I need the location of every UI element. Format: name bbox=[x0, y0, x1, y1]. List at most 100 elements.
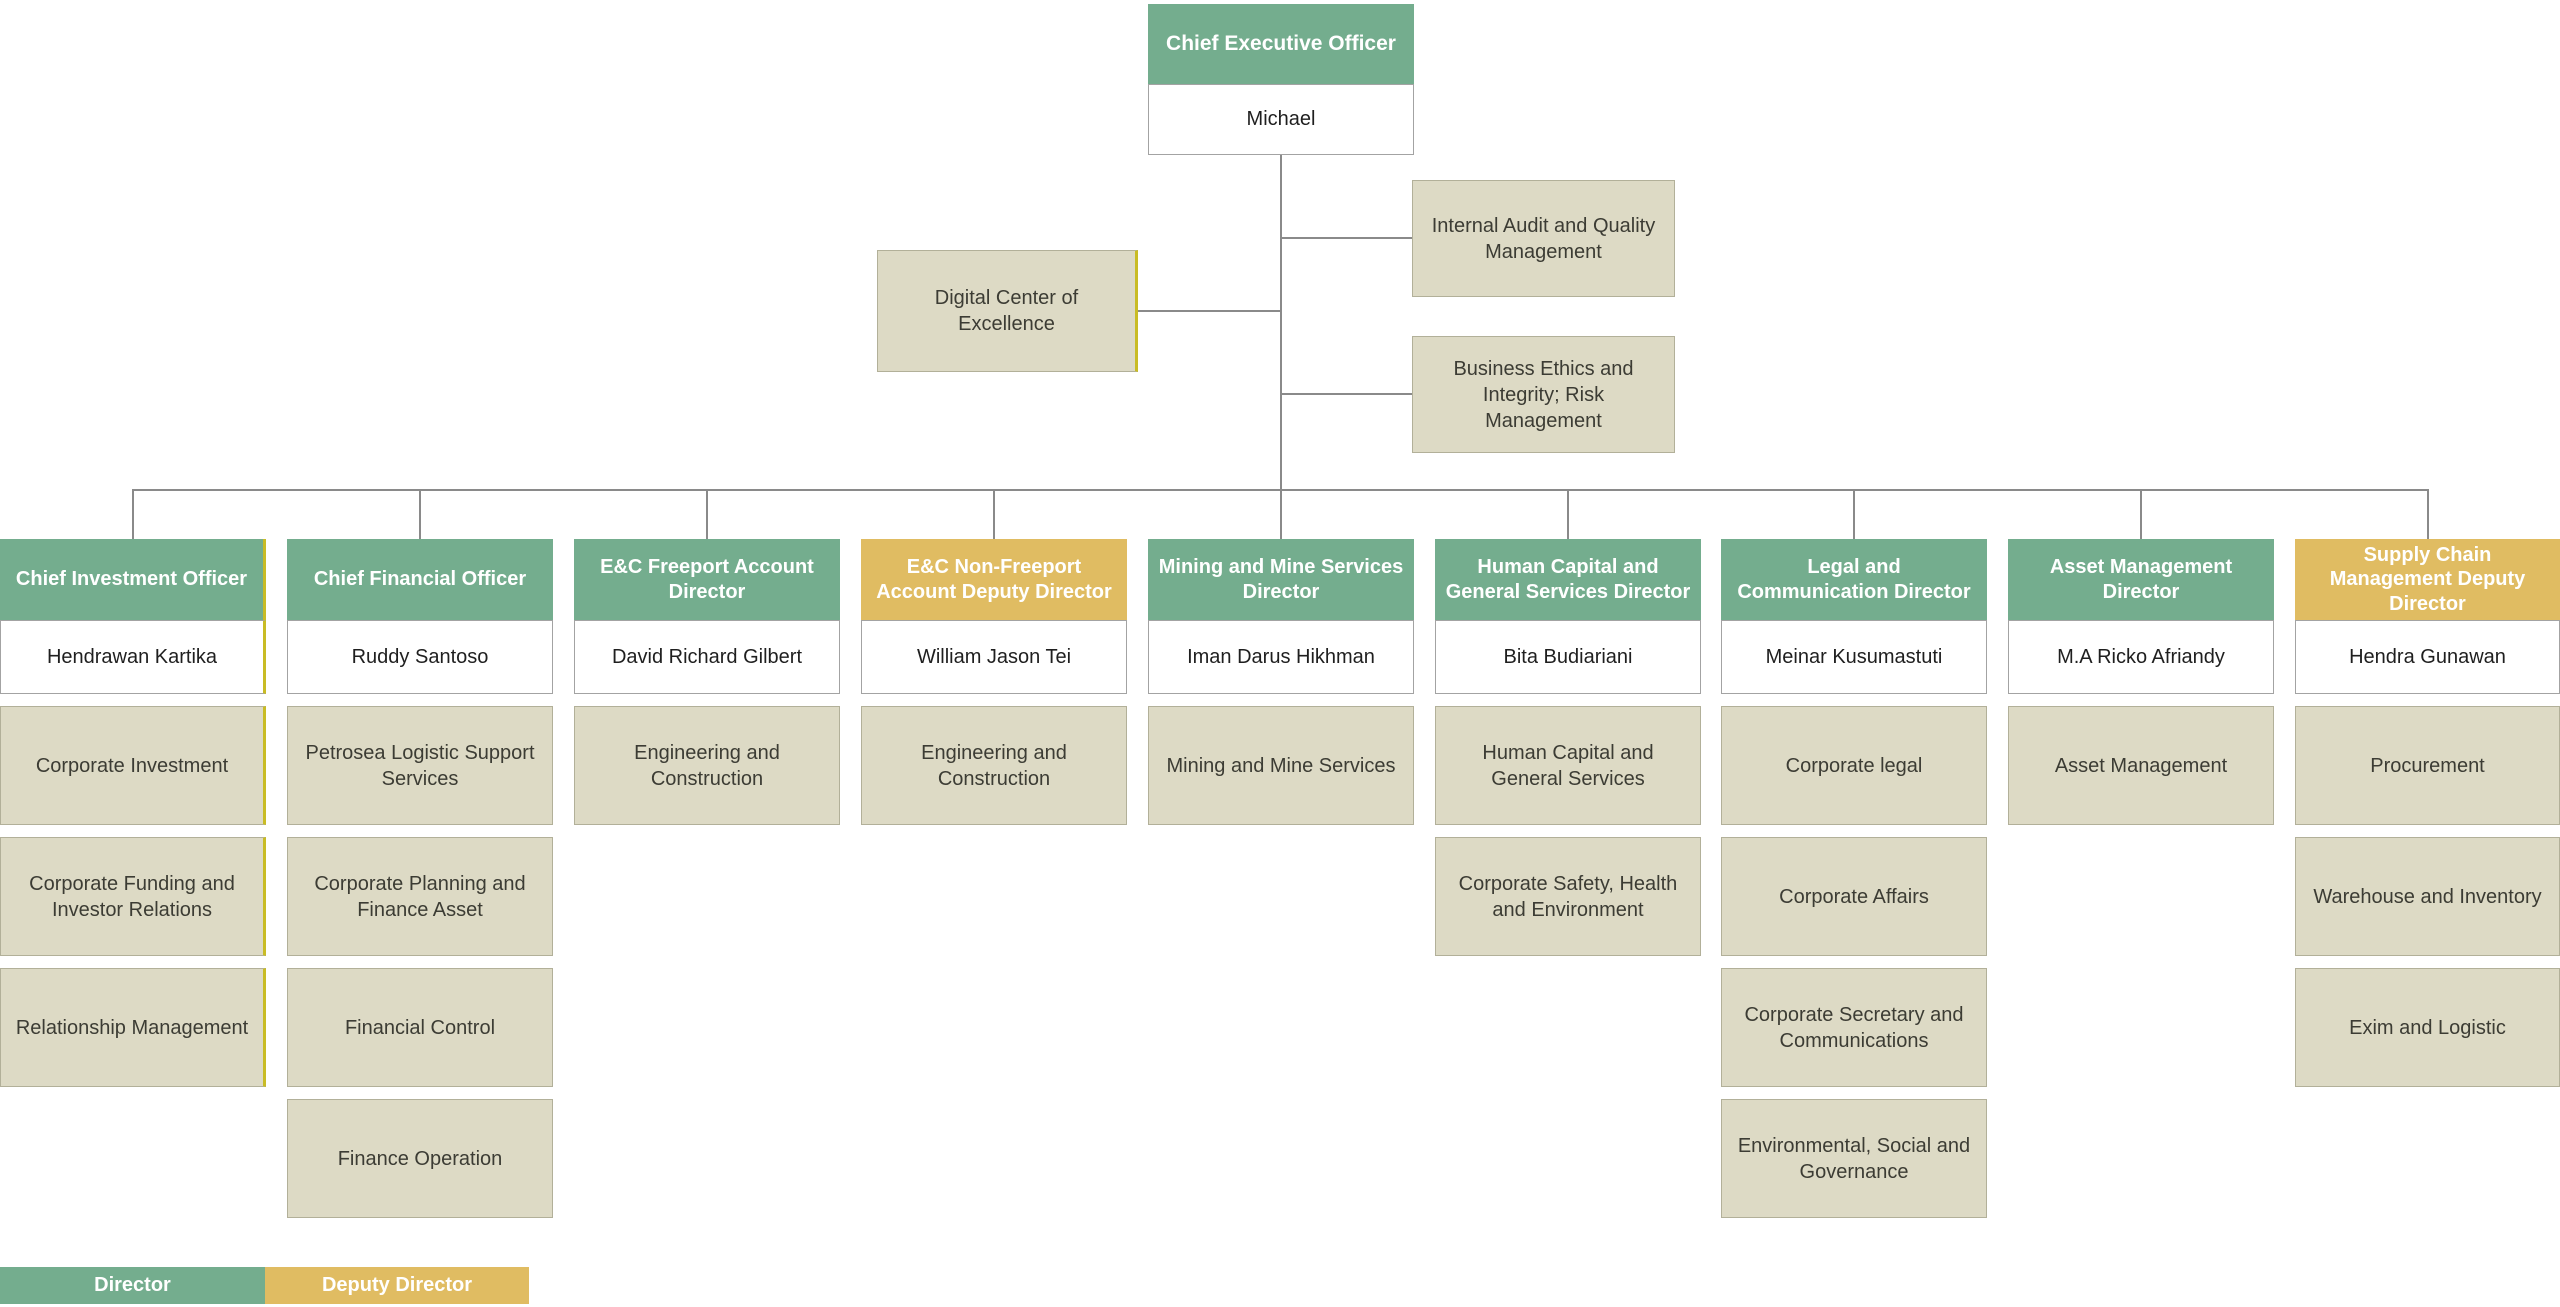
director-name-box: Meinar Kusumastuti bbox=[1721, 620, 1987, 694]
department-label: Exim and Logistic bbox=[2349, 1016, 2506, 1039]
internal-audit-label: Internal Audit and Quality Management bbox=[1431, 214, 1656, 263]
digital-center-box: Digital Center of Excellence bbox=[877, 250, 1138, 372]
director-name: Bita Budiariani bbox=[1503, 645, 1633, 668]
department-box: Financial Control bbox=[287, 968, 553, 1087]
connector-stub-line bbox=[993, 489, 995, 540]
business-ethics-label: Business Ethics and Integrity; Risk Mana… bbox=[1453, 357, 1634, 432]
department-label: Environmental, Social and Governance bbox=[1737, 1134, 1971, 1183]
department-label: Corporate Safety, Health and Environment bbox=[1458, 872, 1678, 921]
column-mining-and-mine-services-director: Mining and Mine Services Director Iman D… bbox=[1148, 539, 1414, 825]
connector-stub-line bbox=[706, 489, 708, 540]
department-label: Petrosea Logistic Support Services bbox=[305, 741, 535, 790]
director-title-box: Human Capital and General Services Direc… bbox=[1435, 539, 1701, 620]
director-title: Mining and Mine Services Director bbox=[1158, 556, 1404, 603]
director-title: Asset Management Director bbox=[2049, 556, 2233, 603]
column-human-capital-and-general-services-director: Human Capital and General Services Direc… bbox=[1435, 539, 1701, 956]
director-title-box: Mining and Mine Services Director bbox=[1148, 539, 1414, 620]
director-name: Hendra Gunawan bbox=[2349, 645, 2506, 668]
column-ec-freeport-account-director: E&C Freeport Account Director David Rich… bbox=[574, 539, 840, 825]
department-label: Corporate Investment bbox=[35, 754, 229, 777]
director-title: Legal and Communication Director bbox=[1737, 556, 1971, 603]
department-label: Corporate Planning and Finance Asset bbox=[314, 872, 526, 921]
business-ethics-box: Business Ethics and Integrity; Risk Mana… bbox=[1412, 336, 1675, 453]
department-label: Finance Operation bbox=[337, 1147, 503, 1170]
director-title: Chief Investment Officer bbox=[15, 568, 248, 591]
department-label: Corporate Affairs bbox=[1779, 885, 1929, 908]
connector-stub-line bbox=[1567, 489, 1569, 540]
department-label: Human Capital and General Services bbox=[1482, 741, 1654, 790]
ceo-title-box: Chief Executive Officer bbox=[1148, 4, 1414, 84]
ceo-name: Michael bbox=[1246, 108, 1316, 130]
legend-deputy-director: Deputy Director bbox=[265, 1267, 529, 1304]
department-label: Corporate Secretary and Communications bbox=[1744, 1003, 1964, 1052]
department-box: Asset Management bbox=[2008, 706, 2274, 825]
digital-center-label: Digital Center of Excellence bbox=[934, 287, 1079, 335]
director-name-box: Bita Budiariani bbox=[1435, 620, 1701, 694]
connector-stub-line bbox=[132, 489, 134, 540]
director-title-box: Legal and Communication Director bbox=[1721, 539, 1987, 620]
department-box: Environmental, Social and Governance bbox=[1721, 1099, 1987, 1218]
department-box: Petrosea Logistic Support Services bbox=[287, 706, 553, 825]
department-box: Corporate Affairs bbox=[1721, 837, 1987, 956]
director-name: Iman Darus Hikhman bbox=[1187, 645, 1375, 668]
department-box: Mining and Mine Services bbox=[1148, 706, 1414, 825]
director-name-box: William Jason Tei bbox=[861, 620, 1127, 694]
director-title-box: E&C Freeport Account Director bbox=[574, 539, 840, 620]
director-name-box: Ruddy Santoso bbox=[287, 620, 553, 694]
director-name: Hendrawan Kartika bbox=[46, 645, 218, 668]
connector-ethics-line bbox=[1281, 393, 1412, 395]
department-label: Engineering and Construction bbox=[634, 741, 780, 790]
column-legal-and-communication-director: Legal and Communication Director Meinar … bbox=[1721, 539, 1987, 1218]
director-title: Chief Financial Officer bbox=[313, 568, 527, 591]
director-title: Human Capital and General Services Direc… bbox=[1445, 556, 1691, 603]
director-name: Ruddy Santoso bbox=[351, 645, 489, 668]
department-label: Mining and Mine Services bbox=[1166, 754, 1396, 777]
ceo-name-box: Michael bbox=[1148, 84, 1414, 155]
department-label: Financial Control bbox=[344, 1016, 496, 1039]
deputy-director-title-box: Supply Chain Management Deputy Director bbox=[2295, 539, 2560, 620]
department-box: Corporate Investment bbox=[0, 706, 266, 825]
department-label: Asset Management bbox=[2054, 754, 2228, 777]
column-ec-non-freeport-account-deputy-director: E&C Non-Freeport Account Deputy Director… bbox=[861, 539, 1127, 825]
director-name-box: David Richard Gilbert bbox=[574, 620, 840, 694]
director-name-box: M.A Ricko Afriandy bbox=[2008, 620, 2274, 694]
director-title: E&C Non-Freeport Account Deputy Director bbox=[876, 556, 1112, 603]
column-chief-financial-officer: Chief Financial Officer Ruddy Santoso Pe… bbox=[287, 539, 553, 1218]
director-name-box: Hendra Gunawan bbox=[2295, 620, 2560, 694]
department-box: Human Capital and General Services bbox=[1435, 706, 1701, 825]
department-label: Engineering and Construction bbox=[921, 741, 1067, 790]
column-supply-chain-management-deputy-director: Supply Chain Management Deputy Director … bbox=[2295, 539, 2560, 1087]
internal-audit-box: Internal Audit and Quality Management bbox=[1412, 180, 1675, 297]
department-box: Relationship Management bbox=[0, 968, 266, 1087]
director-name: M.A Ricko Afriandy bbox=[2057, 645, 2225, 668]
legend-director-label: Director bbox=[94, 1274, 171, 1296]
connector-digital-line bbox=[1138, 310, 1281, 312]
department-label: Procurement bbox=[2370, 754, 2485, 777]
director-name-box: Hendrawan Kartika bbox=[0, 620, 266, 694]
department-box: Finance Operation bbox=[287, 1099, 553, 1218]
legend-director: Director bbox=[0, 1267, 265, 1304]
connector-trunk-line bbox=[1280, 155, 1282, 540]
deputy-director-title-box: E&C Non-Freeport Account Deputy Director bbox=[861, 539, 1127, 620]
director-title-box: Chief Investment Officer bbox=[0, 539, 266, 620]
department-box: Corporate legal bbox=[1721, 706, 1987, 825]
director-name: William Jason Tei bbox=[916, 645, 1072, 668]
department-box: Corporate Safety, Health and Environment bbox=[1435, 837, 1701, 956]
director-name: Meinar Kusumastuti bbox=[1765, 645, 1943, 668]
connector-bus-line bbox=[133, 489, 2429, 491]
connector-stub-line bbox=[2427, 489, 2429, 540]
department-label: Corporate legal bbox=[1785, 754, 1923, 777]
legend-deputy-director-label: Deputy Director bbox=[321, 1274, 473, 1296]
department-box: Procurement bbox=[2295, 706, 2560, 825]
connector-stub-line bbox=[1853, 489, 1855, 540]
connector-audit-line bbox=[1281, 237, 1412, 239]
column-asset-management-director: Asset Management Director M.A Ricko Afri… bbox=[2008, 539, 2274, 825]
department-box: Warehouse and Inventory bbox=[2295, 837, 2560, 956]
connector-stub-line bbox=[2140, 489, 2142, 540]
director-name-box: Iman Darus Hikhman bbox=[1148, 620, 1414, 694]
department-box: Corporate Planning and Finance Asset bbox=[287, 837, 553, 956]
director-title: E&C Freeport Account Director bbox=[600, 556, 814, 603]
department-label: Warehouse and Inventory bbox=[2313, 885, 2542, 908]
director-title-box: Asset Management Director bbox=[2008, 539, 2274, 620]
